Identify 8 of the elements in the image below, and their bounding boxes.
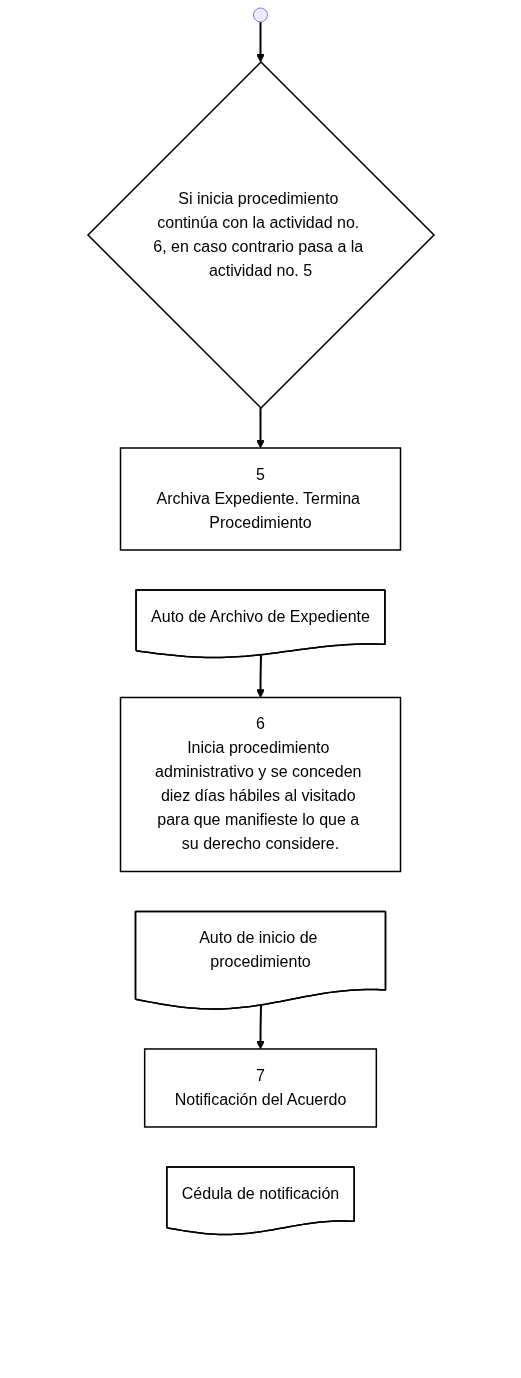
node-box: 7 Notificación del Acuerdo — [143, 1048, 377, 1128]
node-diamond: Si inicia procedimiento continúa con la actividad no. 6, en caso contrario pasa a la actividad no. 5 — [86, 60, 435, 410]
node-box: 5 Archiva Expediente. Termina Procedimiento — [119, 447, 401, 551]
node-box: 6 Inicia procedimiento administrativo y se conceden diez días hábiles al visitado para que manifieste lo que a su derecho considere. — [119, 696, 401, 873]
arrow — [255, 1004, 265, 1050]
arrow — [255, 21, 265, 63]
arrow — [255, 654, 265, 698]
arrow — [255, 407, 265, 449]
